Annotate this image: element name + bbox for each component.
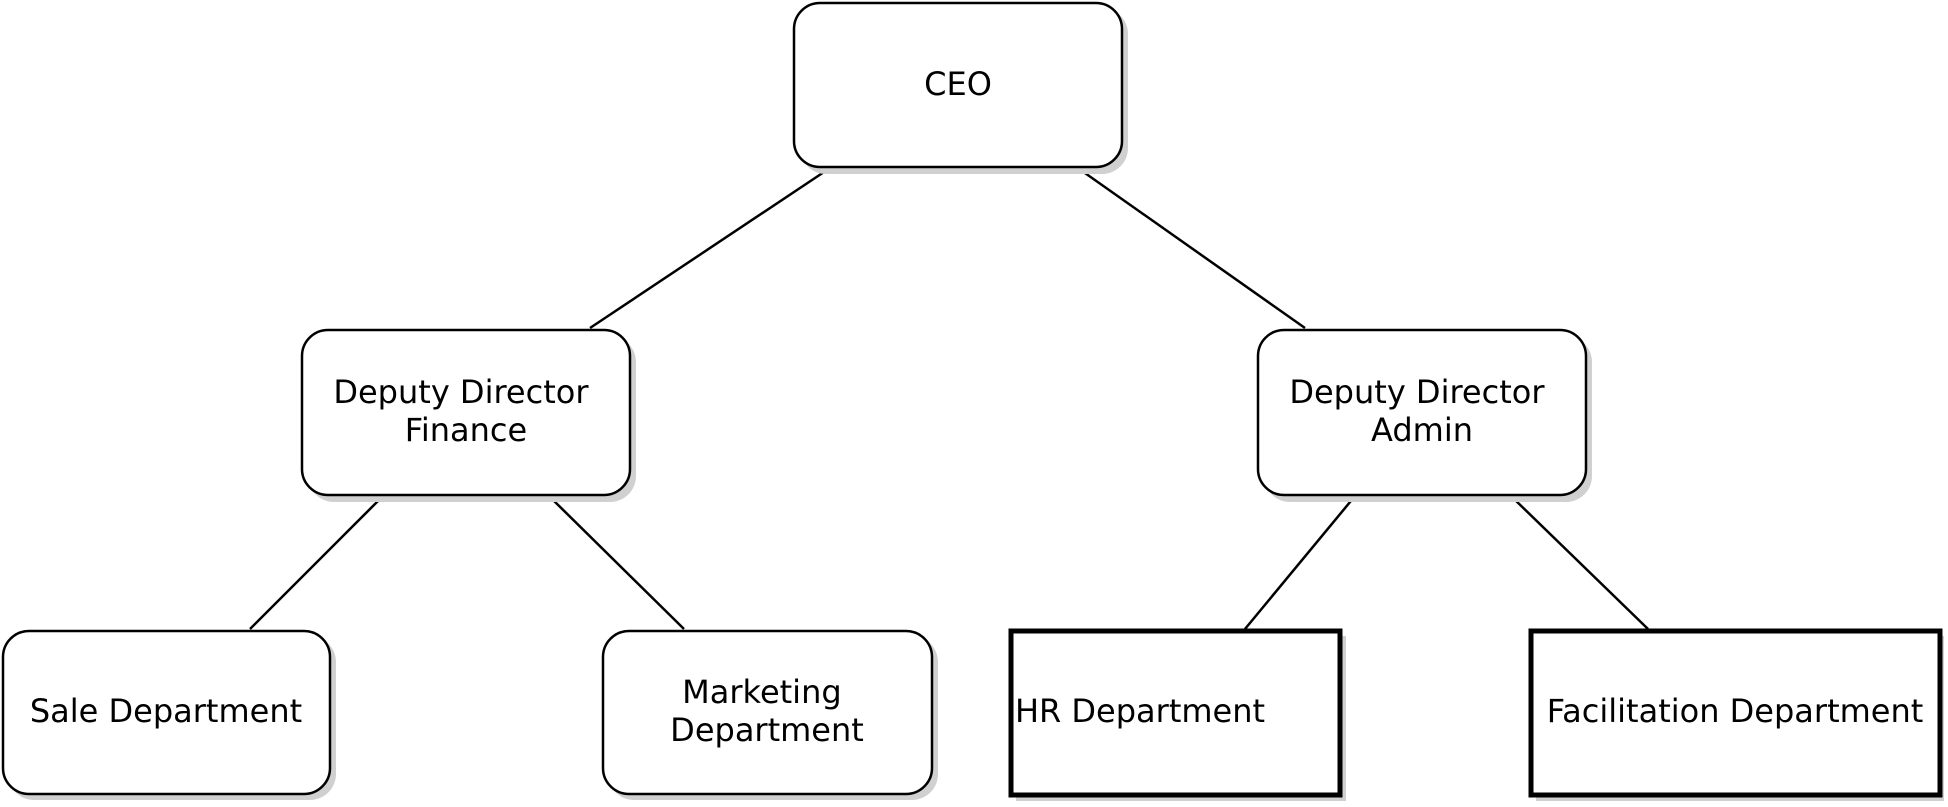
- node-facilitation-label-line-1: Facilitation Department: [1547, 692, 1924, 730]
- node-ceo-label: CEO: [924, 65, 992, 103]
- node-sale-box: [1, 629, 332, 796]
- node-hr-label: HR Department: [1015, 692, 1265, 730]
- node-marketing-label: Marketing Department: [670, 673, 864, 749]
- edge-ceo-finance: [589, 164, 834, 330]
- node-admin-box: [1256, 328, 1588, 497]
- node-finance-label-line-2: Finance: [405, 411, 527, 449]
- edge-admin-facilitation: [1510, 495, 1649, 630]
- node-marketing: Marketing Department: [601, 629, 938, 800]
- node-admin-label: Deputy Director Admin: [1289, 373, 1554, 449]
- node-sale-label-line-1: Sale Department: [30, 692, 302, 730]
- node-hr-box: [1008, 628, 1343, 798]
- edge-ceo-admin: [1074, 164, 1306, 330]
- node-admin-label-line-2: Admin: [1371, 411, 1473, 449]
- node-ceo-label-line-1: CEO: [924, 65, 992, 103]
- node-sale-label: Sale Department: [30, 692, 302, 730]
- edge-finance-sale: [249, 495, 384, 630]
- node-finance-box: [300, 328, 632, 497]
- node-facilitation-box: [1528, 628, 1943, 798]
- node-admin-label-line-1: Deputy Director: [1289, 373, 1545, 411]
- node-finance-label: Deputy Director Finance: [333, 373, 598, 449]
- node-marketing-label-line-2: Department: [670, 711, 864, 749]
- node-hr: HR Department: [1008, 628, 1346, 801]
- edge-admin-hr: [1244, 495, 1356, 630]
- node-ceo: CEO: [792, 1, 1128, 174]
- node-admin: Deputy Director Admin: [1256, 328, 1592, 502]
- node-marketing-label-line-1: Marketing: [682, 673, 841, 711]
- node-ceo-box: [792, 1, 1124, 169]
- node-finance-label-line-1: Deputy Director: [333, 373, 589, 411]
- node-marketing-box: [601, 629, 934, 796]
- edge-finance-marketing: [548, 495, 685, 630]
- node-facilitation-label: Facilitation Department: [1547, 692, 1924, 730]
- node-finance: Deputy Director Finance: [300, 328, 636, 502]
- node-facilitation: Facilitation Department: [1528, 628, 1944, 801]
- edges-layer: [249, 164, 1649, 630]
- node-hr-label-line-1: HR Department: [1015, 692, 1265, 730]
- node-sale: Sale Department: [1, 629, 336, 800]
